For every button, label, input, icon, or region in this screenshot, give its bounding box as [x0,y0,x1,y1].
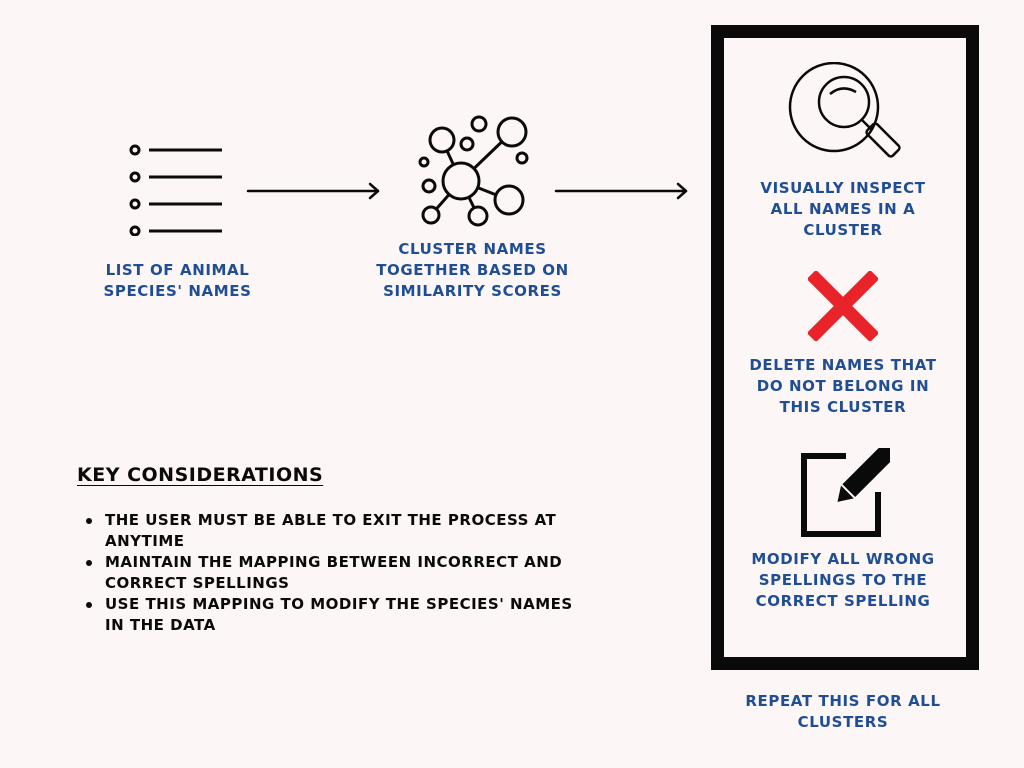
arrow-right-icon [554,182,688,200]
list-item: MAINTAIN THE MAPPING BETWEEN INCORRECT A… [86,552,665,594]
arrow-right-icon [246,182,380,200]
modify-label: MODIFY ALL WRONG SPELLINGS TO THE CORREC… [751,550,935,610]
list-item: USE THIS MAPPING TO MODIFY THE SPECIES' … [86,594,665,636]
key-considerations-title: KEY CONSIDERATIONS [77,464,324,486]
edit-icon [801,448,890,537]
step-cluster-label: CLUSTER NAMES TOGETHER BASED ON SIMILARI… [376,240,569,300]
magnifier-icon [788,62,901,158]
delete-label: DELETE NAMES THAT DO NOT BELONG IN THIS … [749,356,937,416]
inspect-label: VISUALLY INSPECT ALL NAMES IN A CLUSTER [760,179,926,239]
step-list-label: LIST OF ANIMAL SPECIES' NAMES [103,261,252,300]
repeat-note: REPEAT THIS FOR ALL CLUSTERS [745,692,941,731]
list-icon [129,144,222,236]
red-x-icon [808,271,878,341]
network-cluster-icon [418,115,529,227]
loop-panel [711,25,979,670]
list-item: THE USER MUST BE ABLE TO EXIT THE PROCES… [86,510,665,552]
key-considerations-list: THE USER MUST BE ABLE TO EXIT THE PROCES… [78,510,665,636]
